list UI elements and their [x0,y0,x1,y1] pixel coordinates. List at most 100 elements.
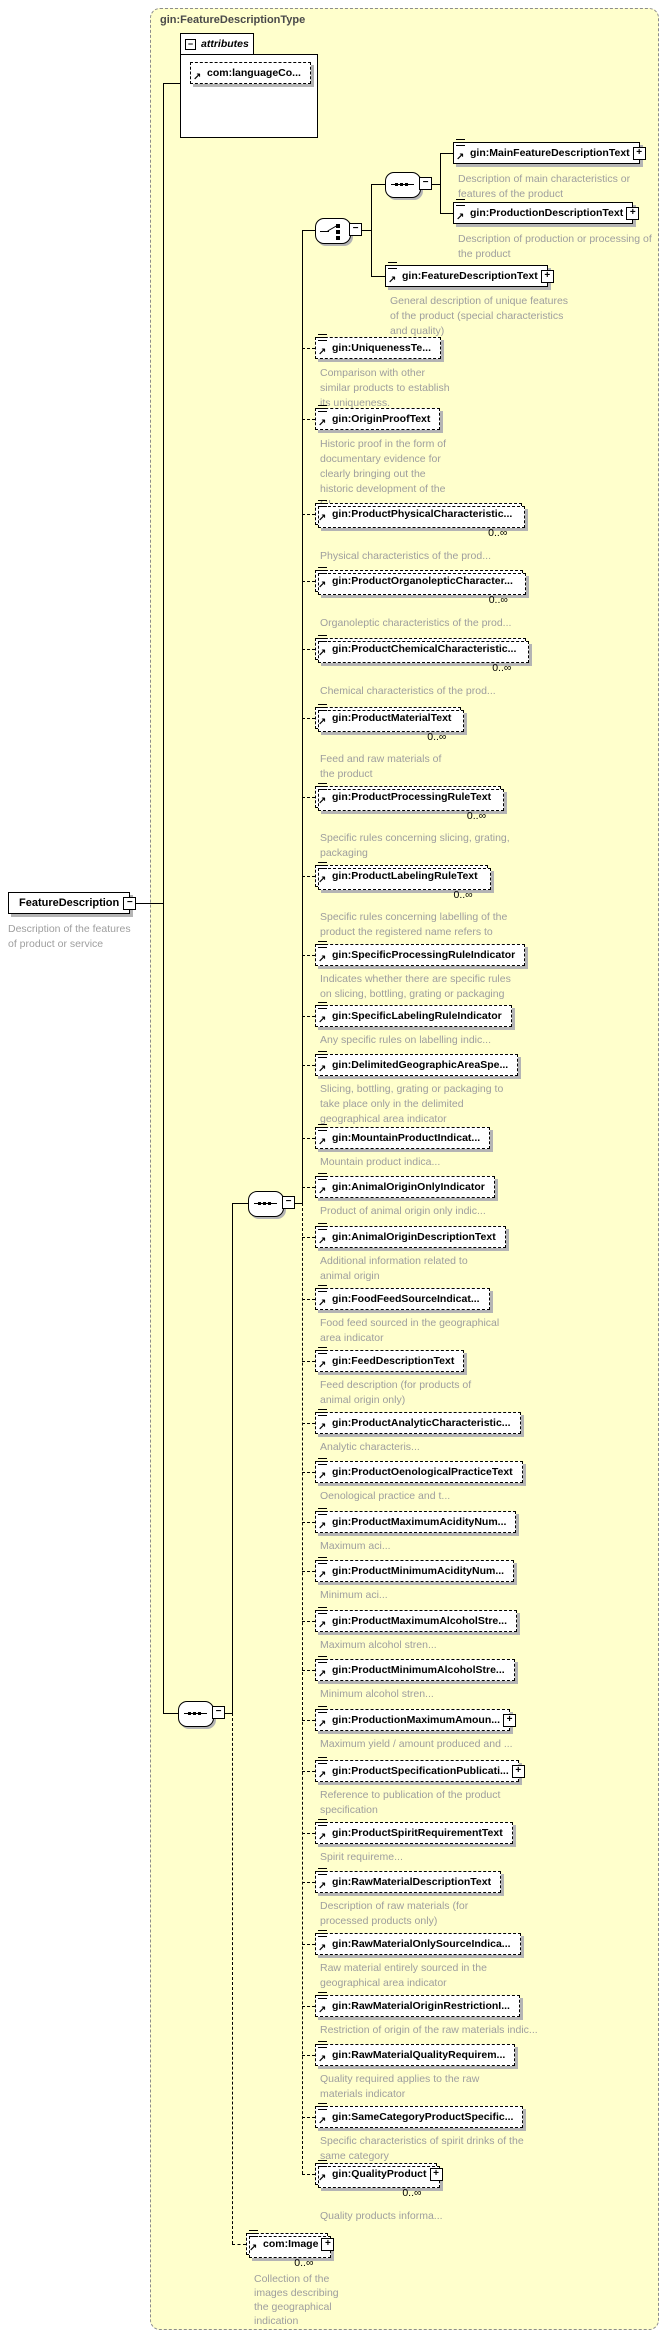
connector [163,1713,178,1714]
element-gin-mountainproductindicat[interactable]: gin:MountainProductIndicat... [315,1124,491,1153]
element-label: gin:FeatureDescriptionText [402,270,538,282]
element-gin-productanalyticcharacteristic[interactable]: gin:ProductAnalyticCharacteristic... [315,1409,521,1438]
element-gin-uniquenesste[interactable]: gin:UniquenessTe... [315,334,441,363]
element-gin-mainfeaturedescriptiontext[interactable]: gin:MainFeatureDescriptionText [453,139,646,168]
connector [232,1203,248,1204]
collapse-icon[interactable] [419,177,432,190]
element-gin-qualityproduct[interactable]: gin:QualityProduct0..∞ [315,2160,443,2199]
element-label: gin:ProductLabelingRuleText [332,870,478,882]
element-gin-productmaximumalcoholstre[interactable]: gin:ProductMaximumAlcoholStre... [315,1607,518,1636]
expand-icon[interactable] [321,2238,335,2251]
element-label: gin:ProductChemicalCharacteristic... [332,643,517,655]
element-ref-icon [318,635,330,664]
element-featuredescription[interactable]: FeatureDescription [8,892,137,914]
element-ref-icon [318,1051,330,1080]
element-gin-specificlabelingruleindicator[interactable]: gin:SpecificLabelingRuleIndicator [315,1002,512,1031]
element-label: gin:ProductSpiritRequirementText [332,1827,503,1839]
connector [432,184,440,185]
connector [302,230,315,231]
connector [302,2174,315,2175]
element-gin-rawmaterialqualityrequirem[interactable]: gin:RawMaterialQualityRequirem... [315,2041,516,2070]
choice-icon[interactable] [315,218,351,244]
element-annotation: Chemical characteristics of the prod... [320,685,496,697]
connector [302,1472,315,1473]
element-annotation: Any specific rules on labelling indic... [320,1034,492,1046]
sequence-icon[interactable] [178,1701,214,1727]
sequence-glyph [184,1712,207,1715]
element-gin-productphysicalcharacteristic[interactable]: gin:ProductPhysicalCharacteristic...0..∞ [315,500,526,539]
element-label: gin:AnimalOriginDescriptionText [332,1231,496,1243]
element-gin-rawmaterialonlysourceindica[interactable]: gin:RawMaterialOnlySourceIndica... [315,1930,521,1959]
element-gin-feeddescriptiontext[interactable]: gin:FeedDescriptionText [315,1347,465,1376]
element-gin-productspiritrequirementtext[interactable]: gin:ProductSpiritRequirementText [315,1819,513,1848]
element-gin-foodfeedsourceindicat[interactable]: gin:FoodFeedSourceIndicat... [315,1285,490,1314]
element-gin-productoenologicalpracticetext[interactable]: gin:ProductOenologicalPracticeText [315,1458,523,1487]
element-ref-icon [318,1285,330,1314]
sequence-icon[interactable] [248,1191,284,1217]
element-gin-productorganolepticcharacter[interactable]: gin:ProductOrganolepticCharacter...0..∞ [315,567,526,606]
expand-icon[interactable] [626,207,640,220]
element-gin-animalorigindescriptiontext[interactable]: gin:AnimalOriginDescriptionText [315,1223,506,1252]
element-gin-productchemicalcharacteristic[interactable]: gin:ProductChemicalCharacteristic...0..∞ [315,635,530,674]
element-ref-icon [318,1656,330,1685]
element-gin-specificprocessingruleindicator[interactable]: gin:SpecificProcessingRuleIndicator [315,941,526,970]
element-label: gin:UniquenessTe... [332,342,431,354]
element-label: gin:ProductMaximumAlcoholStre... [332,1615,508,1627]
connector [302,955,315,956]
element-gin-samecategoryproductspecific[interactable]: gin:SameCategoryProductSpecific... [315,2103,524,2132]
element-ref-icon [318,1508,330,1537]
element-gin-rawmaterialoriginrestrictioni[interactable]: gin:RawMaterialOriginRestrictionI... [315,1992,520,2021]
element-gin-productiondescriptiontext[interactable]: gin:ProductionDescriptionText [453,199,640,228]
attributes-header[interactable]: attributes [180,33,254,55]
connector [302,230,303,1203]
sequence-icon[interactable] [385,172,421,198]
element-label: gin:SpecificLabelingRuleIndicator [332,1010,502,1022]
element-ref-icon [456,139,468,168]
collapse-icon[interactable] [349,223,362,236]
element-com-image[interactable]: com:Image0..∞ [246,2230,335,2269]
collapse-icon[interactable] [185,39,196,50]
connector [371,276,385,277]
collapse-icon[interactable] [123,897,137,910]
element-gin-originprooftext[interactable]: gin:OriginProofText [315,405,441,434]
element-annotation: Maximum yield / amount produced and ... [320,1738,513,1750]
element-gin-productionmaximumamoun[interactable]: gin:ProductionMaximumAmoun... [315,1706,516,1735]
expand-icon[interactable] [429,2168,443,2181]
element-ref-icon [318,2103,330,2132]
element-ref-icon [318,862,330,891]
element-ref-icon [318,1409,330,1438]
element-ref-icon [318,1557,330,1586]
element-gin-animaloriginonlyindicator[interactable]: gin:AnimalOriginOnlyIndicator [315,1173,495,1202]
element-ref-icon [456,199,468,228]
connector [232,1713,233,2244]
expand-icon[interactable] [632,147,646,160]
element-ref-icon [318,1607,330,1636]
element-gin-productspecificationpublicati[interactable]: gin:ProductSpecificationPublicati... [315,1757,525,1786]
occurrence-label: 0..∞ [453,889,473,901]
element-annotation: Slicing, bottling, grating or packaging … [320,1083,504,1125]
element-label: gin:FoodFeedSourceIndicat... [332,1293,480,1305]
element-gin-rawmaterialdescriptiontext[interactable]: gin:RawMaterialDescriptionText [315,1868,502,1897]
element-gin-featuredescriptiontext[interactable]: gin:FeatureDescriptionText [385,262,554,291]
connector [302,2117,315,2118]
connector [302,1522,315,1523]
element-gin-productmaximumaciditynum[interactable]: gin:ProductMaximumAcidityNum... [315,1508,517,1537]
element-gin-productminimumaciditynum[interactable]: gin:ProductMinimumAcidityNum... [315,1557,515,1586]
attribute-languagecode[interactable]: com:languageCo... [190,62,311,88]
element-gin-productlabelingruletext[interactable]: gin:ProductLabelingRuleText 0..∞ [315,862,491,901]
expand-icon[interactable] [503,1714,516,1727]
element-gin-productminimumalcoholstre[interactable]: gin:ProductMinimumAlcoholStre... [315,1656,515,1685]
collapse-icon[interactable] [212,1706,225,1719]
collapse-icon[interactable] [282,1196,295,1209]
expand-icon[interactable] [540,270,554,283]
element-gin-delimitedgeographicareaspe[interactable]: gin:DelimitedGeographicAreaSpe... [315,1051,519,1080]
connector [232,2244,246,2245]
expand-icon[interactable] [511,1765,525,1778]
connector [302,876,315,877]
element-label: gin:DelimitedGeographicAreaSpe... [332,1059,509,1071]
